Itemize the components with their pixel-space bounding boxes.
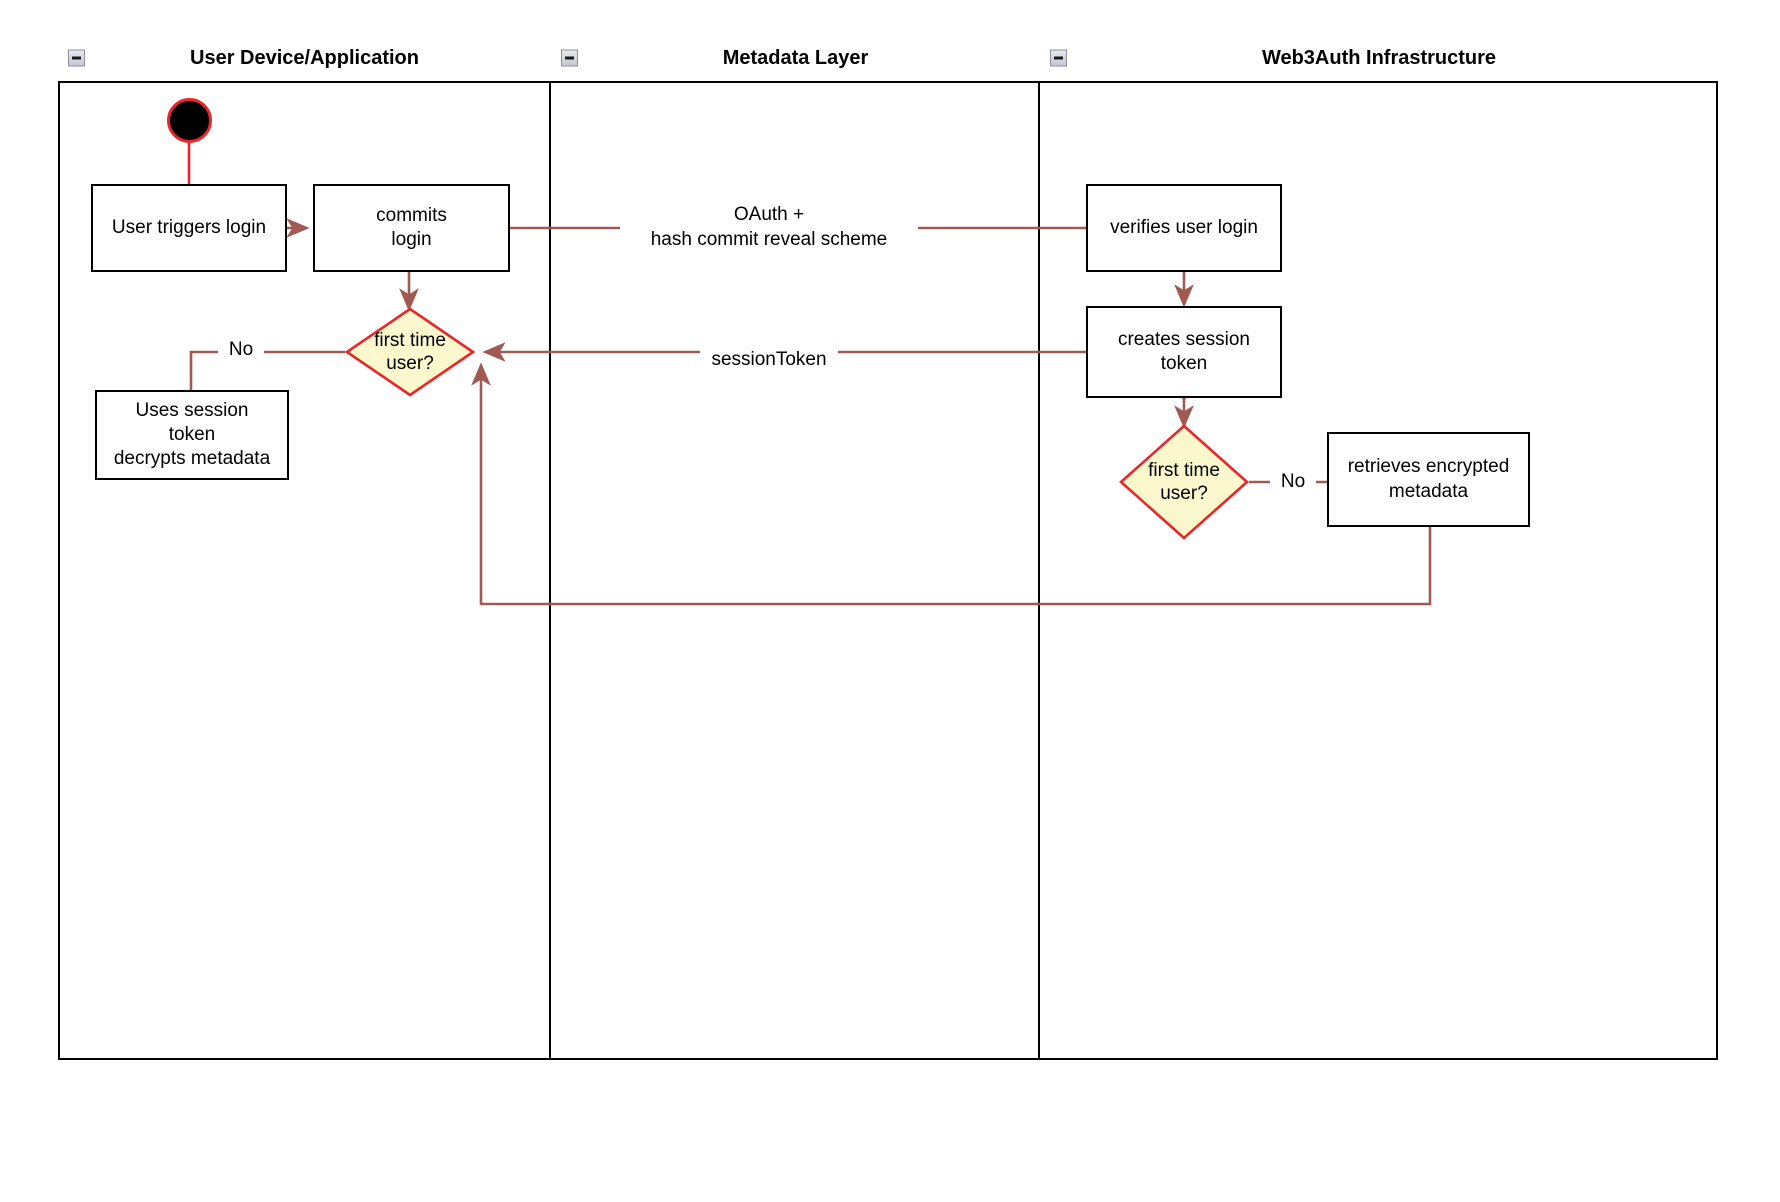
- node-uses-session-token[interactable]: Uses session token decrypts metadata: [95, 390, 289, 480]
- node-retrieves-encrypted-metadata[interactable]: retrieves encrypted metadata: [1327, 432, 1530, 527]
- edge-label-session-token: sessionToken: [700, 348, 838, 373]
- node-first-time-user-left[interactable]: first time user?: [345, 307, 475, 397]
- node-creates-session-token[interactable]: creates session token: [1086, 306, 1282, 398]
- lane-header-user-device[interactable]: User Device/Application: [58, 35, 551, 83]
- edge-label-no-right: No: [1270, 470, 1316, 495]
- node-verifies-user-login[interactable]: verifies user login: [1086, 184, 1282, 272]
- edge-label-no-left: No: [218, 338, 264, 363]
- node-first-time-user-right[interactable]: first time user?: [1119, 424, 1249, 540]
- collapse-minus-icon[interactable]: [1050, 49, 1067, 67]
- lane-title: Metadata Layer: [722, 46, 869, 69]
- lane-divider-2: [551, 35, 1040, 1060]
- collapse-minus-icon[interactable]: [561, 49, 578, 67]
- node-user-triggers-login[interactable]: User triggers login: [91, 184, 287, 272]
- lane-header-metadata-layer[interactable]: Metadata Layer: [551, 35, 1040, 83]
- node-label: first time user?: [374, 329, 446, 374]
- collapse-minus-icon[interactable]: [68, 49, 85, 67]
- lane-divider-1: [58, 35, 551, 1060]
- lane-header-web3auth[interactable]: Web3Auth Infrastructure: [1040, 35, 1718, 83]
- edge-decision-left-no: [189, 350, 345, 390]
- lane-title: Web3Auth Infrastructure: [1261, 46, 1497, 69]
- edge-retrieves-back-to-decision-left: [471, 362, 1432, 606]
- start-node-icon: [167, 98, 212, 143]
- lane-title: User Device/Application: [190, 46, 419, 69]
- node-commits-login[interactable]: commits login: [313, 184, 510, 272]
- edge-label-oauth: OAuth + hash commit reveal scheme: [620, 203, 918, 253]
- node-label: first time user?: [1148, 459, 1220, 504]
